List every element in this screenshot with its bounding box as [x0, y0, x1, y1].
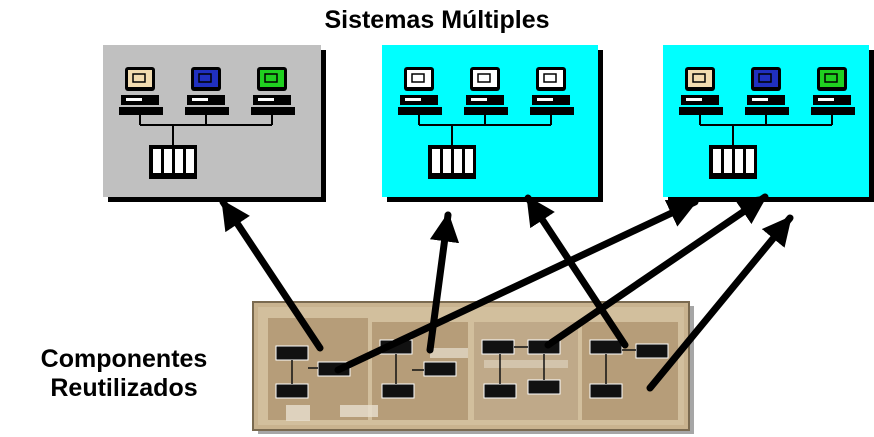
- computer-icon: [811, 67, 855, 125]
- computer-icon: [251, 67, 295, 125]
- system-2-devices: [398, 67, 574, 179]
- arrow-5: [544, 193, 769, 349]
- arrow-3: [334, 198, 699, 374]
- server-icon: [709, 145, 757, 179]
- system-3-devices: [679, 67, 855, 179]
- components-label-line1: Componentes: [40, 345, 208, 373]
- computer-icon: [119, 67, 163, 125]
- server-icon: [149, 145, 197, 179]
- computer-icon: [679, 67, 723, 125]
- computer-icon: [464, 67, 508, 125]
- server-icon: [428, 145, 476, 179]
- arrows: [219, 193, 794, 392]
- computer-icon: [745, 67, 789, 125]
- arrow-1: [219, 198, 324, 352]
- diagram-title: Sistemas Múltiples: [324, 6, 550, 34]
- computer-icon: [398, 67, 442, 125]
- system-1-devices: [119, 67, 295, 179]
- components-label: Componentes Reutilizados: [4, 345, 244, 403]
- computer-icon: [530, 67, 574, 125]
- components-panel: [252, 301, 694, 434]
- arrow-4: [524, 194, 629, 349]
- components-label-line2: Reutilizados: [50, 374, 198, 402]
- computer-icon: [185, 67, 229, 125]
- arrow-6: [646, 214, 794, 392]
